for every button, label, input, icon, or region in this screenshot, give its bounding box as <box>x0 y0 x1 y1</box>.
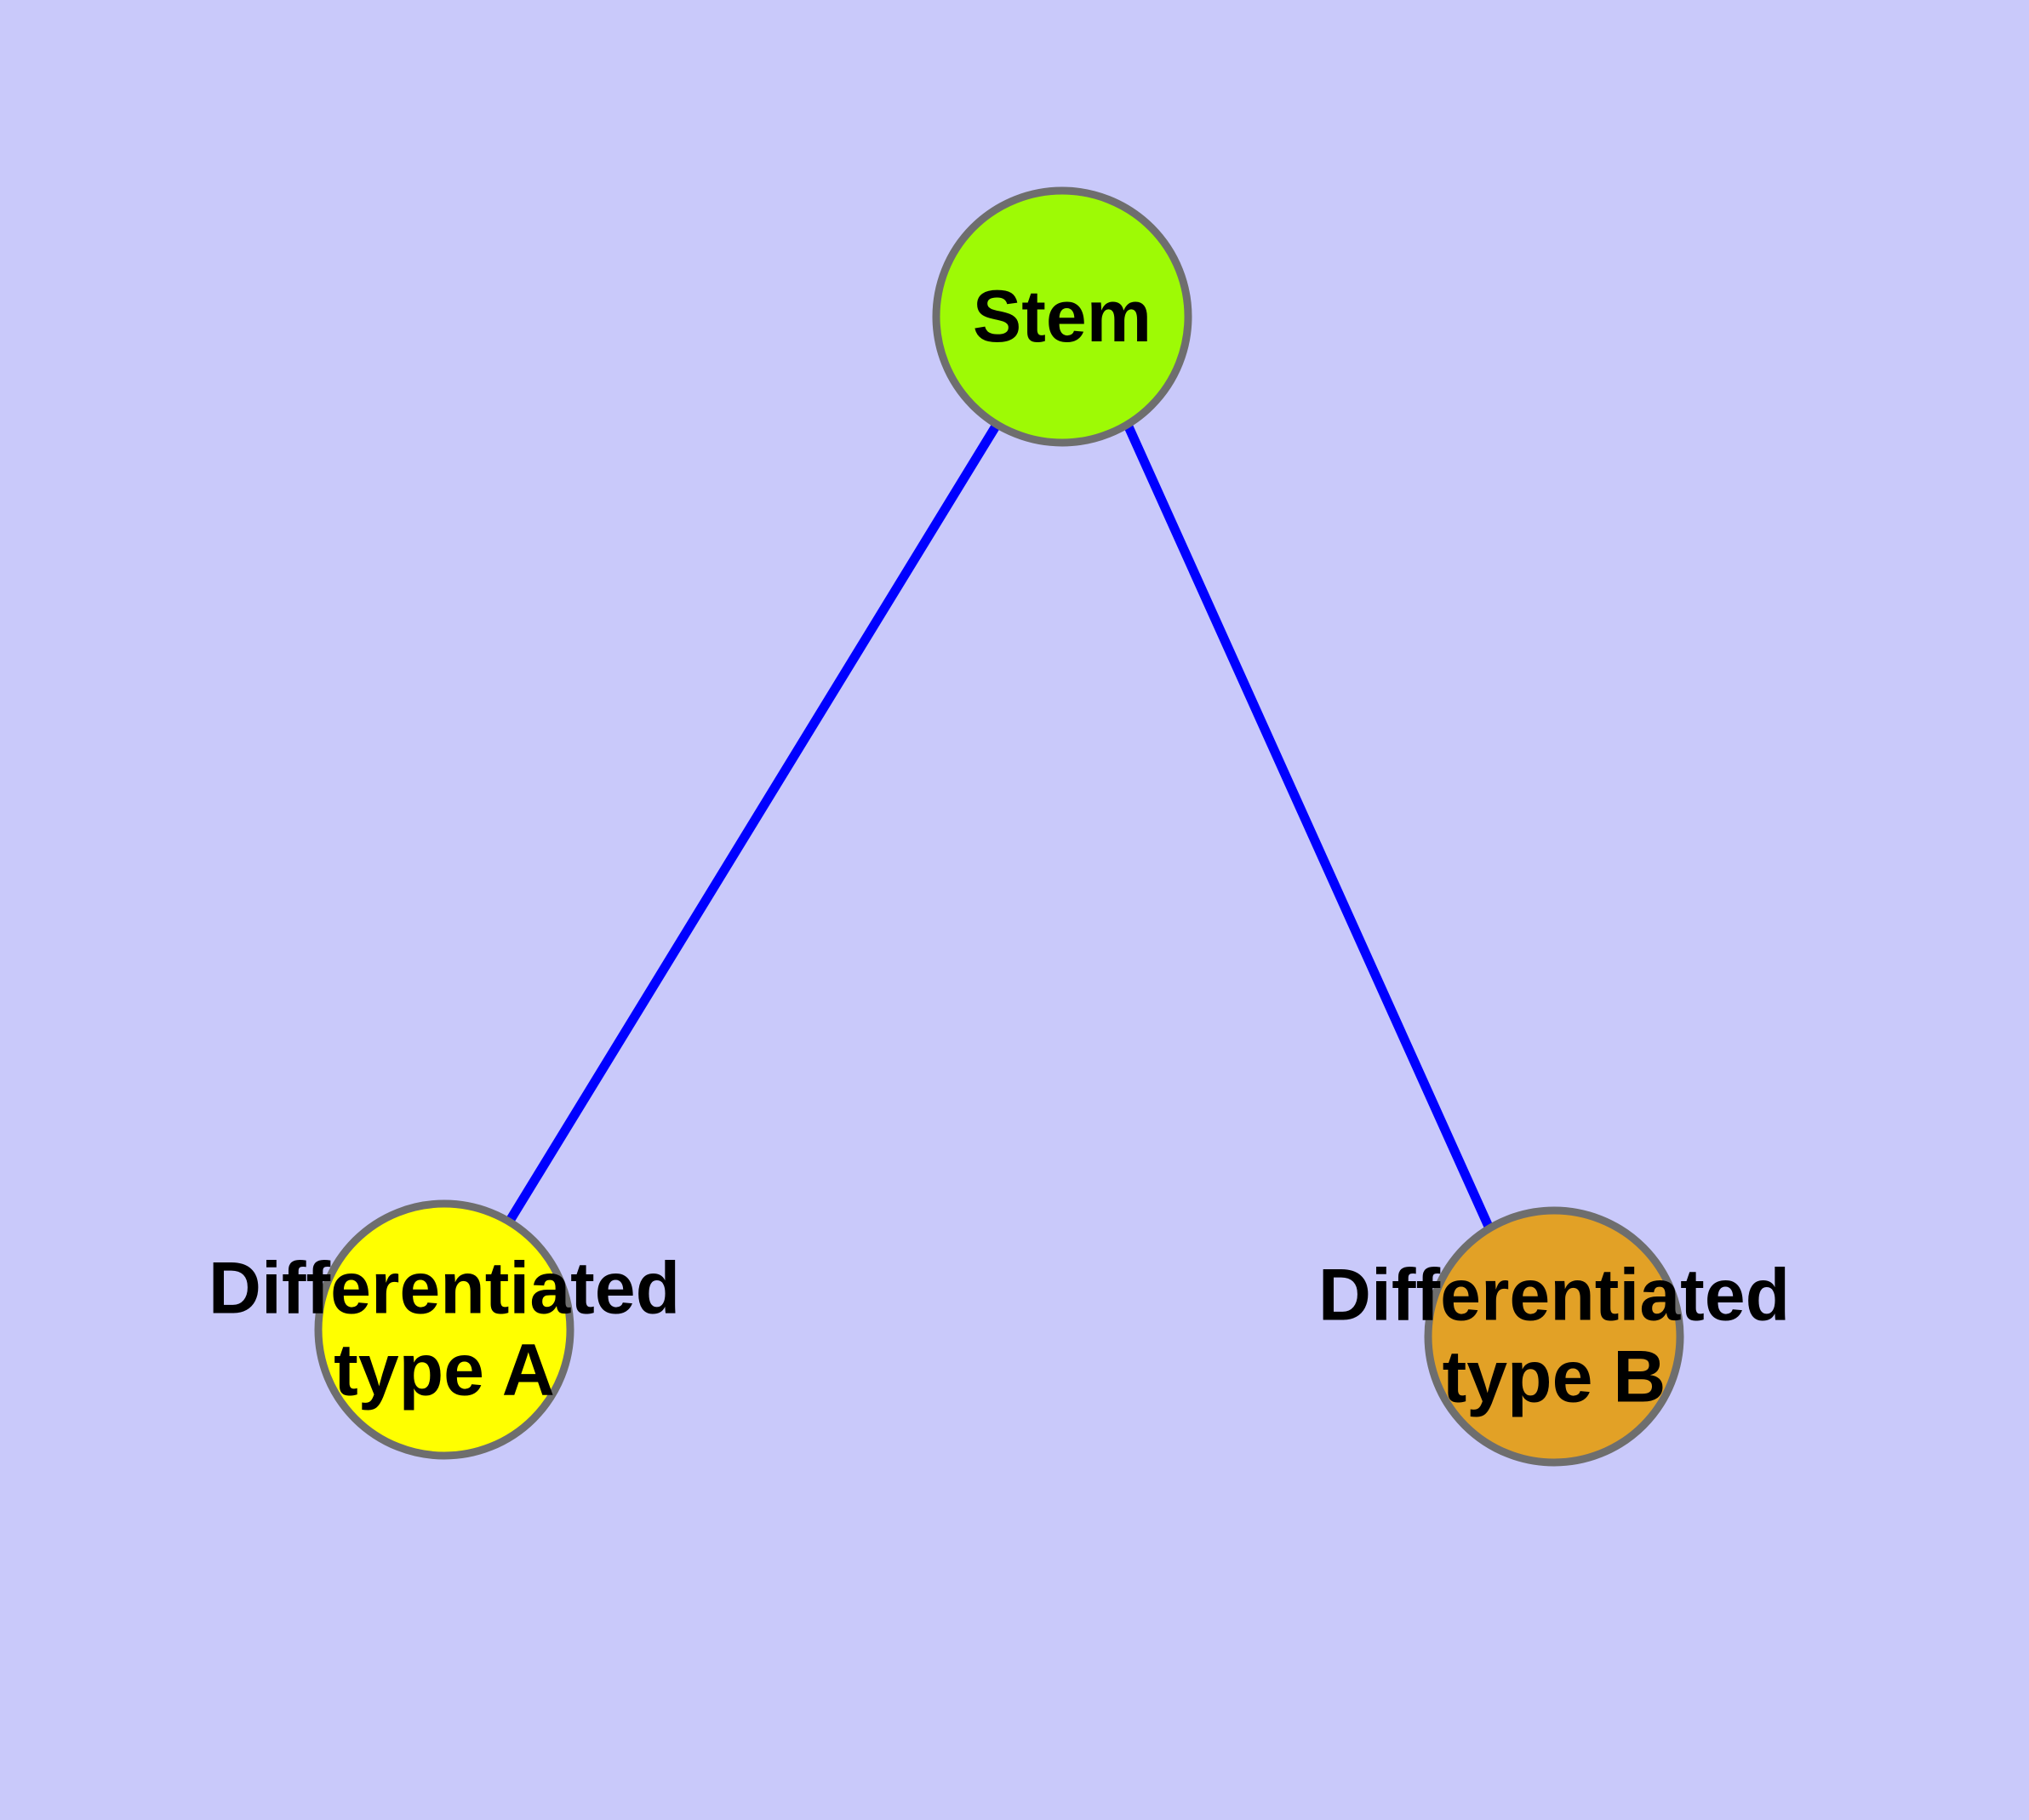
node-stem[interactable] <box>932 186 1192 447</box>
edge-stem-to-differentiated-type-b <box>1123 422 1495 1231</box>
node-differentiated-type-a[interactable] <box>314 1199 574 1460</box>
node-differentiated-type-b[interactable] <box>1424 1206 1684 1467</box>
edge-stem-to-differentiated-type-a <box>506 422 1001 1223</box>
